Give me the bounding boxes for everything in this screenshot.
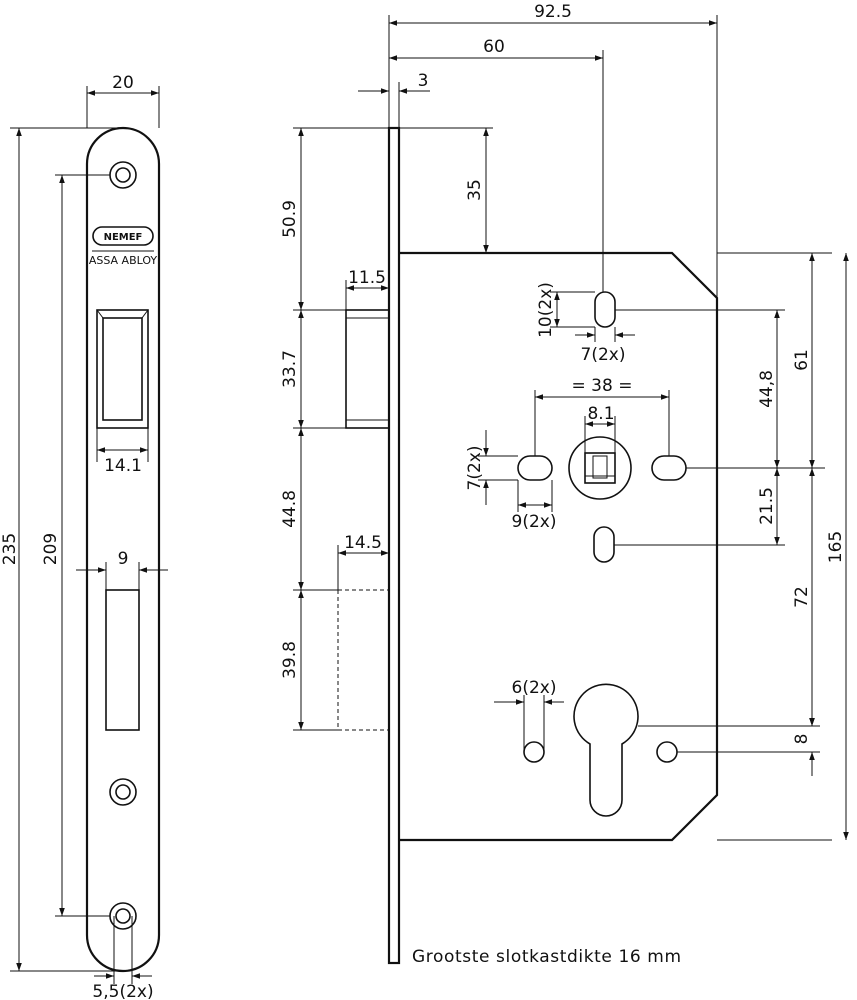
dim-bolt-throw: 14.5	[344, 533, 382, 553]
dim-forend-to-latch: 50.9	[280, 200, 300, 238]
forend-plate	[387, 126, 401, 965]
dim-case-width: 92.5	[534, 2, 572, 22]
follower-hub	[568, 436, 632, 500]
dim-latch-throw: 11.5	[348, 268, 386, 288]
cylinder-hole	[573, 683, 639, 817]
logo-brand-text: NEMEF	[104, 232, 143, 243]
nemef-logo: NEMEF ASSA ABLOY	[89, 226, 158, 267]
faceplate-screw-hole-mid	[109, 778, 137, 806]
dim-fixing-pitch: = 38 =	[572, 376, 633, 396]
cylinder-fixing-hole-left	[523, 741, 545, 763]
dim-right-72: 72	[792, 586, 812, 608]
cylinder-fixing-hole-right	[656, 741, 678, 763]
dim-bolt-height: 39.8	[280, 641, 300, 679]
dim-backset: 60	[483, 37, 505, 57]
dead-bolt	[337, 589, 390, 731]
dim-right-165: 165	[826, 531, 846, 563]
faceplate-screw-hole-top	[109, 161, 137, 189]
faceplate-view: NEMEF ASSA ABLOY 20 235 209 14.1	[0, 73, 168, 1000]
dim-forend-thickness: 3	[418, 71, 429, 91]
dim-hole-diameter: 5,5(2x)	[92, 982, 153, 1000]
dim-right-61: 61	[792, 349, 812, 371]
dim-faceplate-height: 235	[0, 533, 20, 565]
dim-side-slot-width: 9(2x)	[512, 512, 557, 532]
dim-hole-pitch: 209	[41, 533, 61, 565]
faceplate-bolt-opening	[105, 589, 140, 731]
dim-latch-height: 33.7	[280, 350, 300, 388]
faceplate-latch-opening	[96, 309, 149, 429]
dim-latch-to-bolt: 44.8	[280, 490, 300, 528]
dim-slot-height: 10(2x)	[536, 282, 556, 338]
dim-latch-opening-width: 14.1	[104, 456, 142, 476]
left-fixing-slot	[517, 455, 553, 481]
dim-right-8: 8	[792, 734, 812, 745]
lower-fixing-slot	[593, 526, 615, 563]
dim-right-44-8: 44,8	[757, 370, 777, 408]
dim-side-slot-height: 7(2x)	[465, 446, 485, 491]
logo-group-text: ASSA ABLOY	[89, 254, 158, 267]
dim-slot-width: 7(2x)	[581, 345, 626, 365]
max-case-thickness-note: Grootste slotkastdikte 16 mm	[412, 947, 682, 967]
dim-right-21-5: 21.5	[757, 487, 777, 525]
dim-top-offset: 35	[465, 179, 485, 201]
dim-spindle: 8.1	[587, 404, 614, 424]
dim-cylinder-hole-dia: 6(2x)	[512, 678, 557, 698]
lock-case-view: 92.5 60 3 35 50.9 33.7 44.8 39.8 11.5 14…	[280, 2, 849, 967]
upper-fixing-slot	[594, 291, 616, 328]
dim-faceplate-width: 20	[112, 73, 134, 93]
lock-case-body	[399, 251, 719, 842]
right-fixing-slot	[651, 455, 687, 481]
dim-bolt-opening-width: 9	[118, 549, 129, 569]
latch-bolt	[345, 309, 390, 429]
